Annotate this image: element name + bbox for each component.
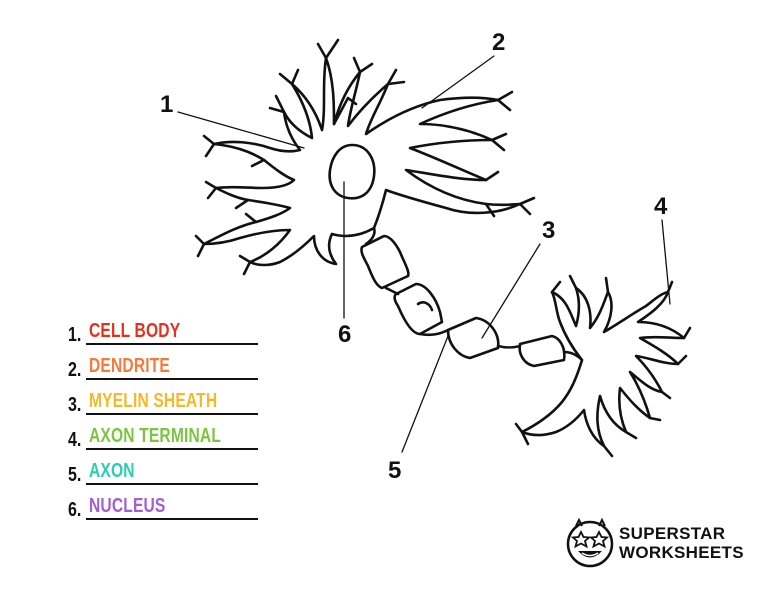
- callout-3: 3: [542, 217, 555, 244]
- answer-number: 5.: [68, 464, 82, 486]
- answer-row-4: 4. AXON TERMINAL: [68, 419, 268, 454]
- answer-number: 1.: [68, 324, 82, 346]
- answer-list: 1. CELL BODY 2. DENDRITE 3. MYELIN SHEAT…: [68, 314, 268, 524]
- answer-blank-line: [86, 378, 258, 380]
- dendrite-branch: [234, 158, 266, 224]
- dendrite-branch: [316, 38, 358, 126]
- callout-6: 6: [338, 321, 351, 348]
- leader-line-3: [481, 243, 541, 339]
- brand-name-line1: SUPERSTAR: [619, 524, 726, 543]
- answer-term: AXON: [89, 460, 135, 482]
- answer-term: CELL BODY: [89, 320, 181, 342]
- answer-blank-line: [86, 483, 258, 485]
- dendrite-branch: [490, 90, 514, 152]
- callout-1: 1: [160, 91, 173, 118]
- answer-number: 6.: [68, 499, 82, 521]
- cell-body-outline: [202, 56, 522, 267]
- axon: [384, 286, 584, 362]
- answer-row-6: 6. NUCLEUS: [68, 489, 268, 524]
- answer-blank-line: [86, 343, 258, 345]
- brand-name-line2: WORKSHEETS: [619, 543, 744, 562]
- answer-number: 3.: [68, 394, 82, 416]
- leader-line-2: [421, 55, 495, 109]
- answer-term: AXON TERMINAL: [89, 425, 222, 447]
- axon-terminal-branch: [514, 422, 638, 458]
- leader-line-1: [177, 111, 305, 149]
- answer-row-2: 2. DENDRITE: [68, 349, 268, 384]
- dendrite-branch: [352, 56, 406, 86]
- axon-terminal-branch: [550, 274, 674, 294]
- star-face-logo-icon: [566, 517, 614, 568]
- dendrite-branch: [484, 170, 536, 218]
- answer-term: NUCLEUS: [89, 495, 166, 517]
- brand-logo: SUPERSTAR WORKSHEETS: [565, 517, 745, 569]
- dendrite-branch: [204, 180, 252, 276]
- nucleus-outline: [328, 143, 376, 200]
- callout-4: 4: [654, 193, 668, 220]
- dendrite-branch: [194, 134, 216, 258]
- answer-row-3: 3. MYELIN SHEATH: [68, 384, 268, 419]
- answer-number: 4.: [68, 429, 82, 451]
- leader-line-4: [661, 219, 671, 305]
- answer-number: 2.: [68, 359, 82, 381]
- answer-blank-line: [86, 518, 258, 520]
- dendrite-branch: [268, 68, 300, 114]
- answer-term: MYELIN SHEATH: [89, 390, 218, 412]
- callout-5: 5: [388, 457, 401, 484]
- answer-row-5: 5. AXON: [68, 454, 268, 489]
- answer-blank-line: [86, 448, 258, 450]
- myelin-sheath-segments: [360, 234, 566, 368]
- axon-terminal-outline: [520, 286, 686, 448]
- answer-row-1: 1. CELL BODY: [68, 314, 268, 349]
- answer-blank-line: [86, 413, 258, 415]
- axon-terminal-branch: [648, 326, 692, 422]
- leader-line-5: [401, 335, 449, 453]
- answer-term: DENDRITE: [89, 355, 170, 377]
- callout-2: 2: [492, 29, 505, 56]
